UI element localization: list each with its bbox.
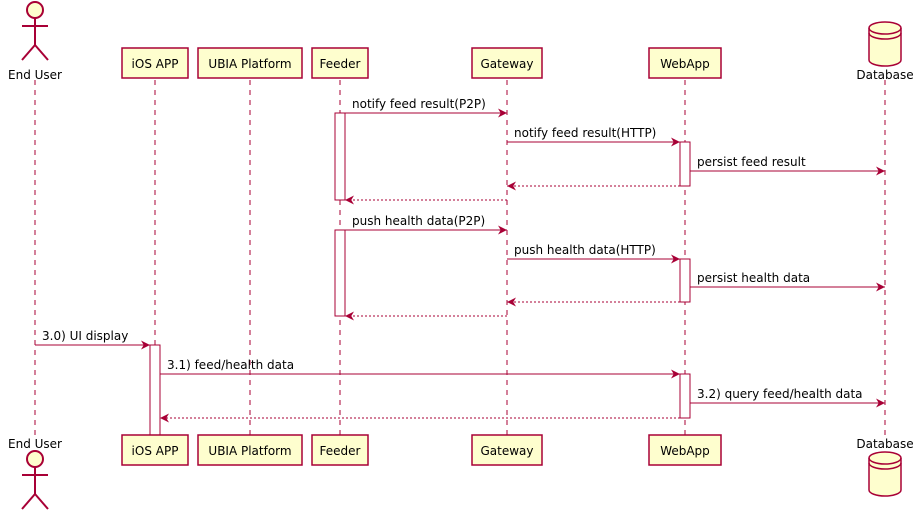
participant-box bbox=[648, 47, 722, 79]
participant-box bbox=[197, 434, 303, 466]
actor-icon bbox=[21, 450, 49, 510]
database-icon bbox=[868, 451, 902, 497]
participant-label: Feeder bbox=[320, 57, 361, 71]
message: push health data(HTTP) bbox=[507, 243, 680, 264]
message-label: 3.2) query feed/health data bbox=[697, 387, 863, 401]
participant-label: UBIA Platform bbox=[208, 444, 291, 458]
participant-webapp-top: WebApp bbox=[648, 47, 722, 79]
participant-database-bottom: Database bbox=[856, 437, 914, 497]
message: push health data(P2P) bbox=[345, 214, 507, 235]
participant-box bbox=[471, 47, 543, 79]
participant-end-user-top: End User bbox=[8, 1, 62, 82]
participant-label: WebApp bbox=[660, 57, 710, 71]
message: persist feed result bbox=[690, 155, 885, 176]
message-label: push health data(P2P) bbox=[352, 214, 485, 228]
participants-bottom: End User iOS APP UBIA Platform Feeder Gatewa… bbox=[8, 434, 914, 510]
participant-label: End User bbox=[8, 68, 62, 82]
participant-label: Gateway bbox=[480, 444, 533, 458]
participant-box bbox=[121, 47, 189, 79]
actor-icon bbox=[21, 1, 49, 61]
message: 3.0) UI display bbox=[35, 329, 150, 350]
participant-box bbox=[121, 434, 189, 466]
participant-end-user-bottom: End User bbox=[8, 437, 62, 510]
message-label: notify feed result(P2P) bbox=[352, 97, 486, 111]
participant-gateway-bottom: Gateway bbox=[471, 434, 543, 466]
message-label: 3.1) feed/health data bbox=[167, 358, 294, 372]
participant-box bbox=[197, 47, 303, 79]
message: persist health data bbox=[690, 271, 885, 292]
participant-feeder-bottom: Feeder bbox=[311, 434, 369, 466]
message: 3.2) query feed/health data bbox=[690, 387, 885, 408]
activation-bars bbox=[149, 112, 691, 436]
participant-label: UBIA Platform bbox=[208, 57, 291, 71]
participant-webapp-bottom: WebApp bbox=[648, 434, 722, 466]
participant-ubia-top: UBIA Platform bbox=[197, 47, 303, 79]
participant-feeder-top: Feeder bbox=[311, 47, 369, 79]
messages: notify feed result(P2P) notify feed resul… bbox=[35, 97, 885, 423]
participant-ios-app-bottom: iOS APP bbox=[121, 434, 189, 466]
participant-ios-app-top: iOS APP bbox=[121, 47, 189, 79]
activation-feeder bbox=[334, 229, 346, 317]
participant-gateway-top: Gateway bbox=[471, 47, 543, 79]
message-label: persist health data bbox=[697, 271, 810, 285]
message: notify feed result(P2P) bbox=[345, 97, 507, 118]
message-label: push health data(HTTP) bbox=[514, 243, 656, 257]
participant-label: WebApp bbox=[660, 444, 710, 458]
lifelines bbox=[34, 80, 886, 435]
participant-label: iOS APP bbox=[132, 444, 179, 458]
participant-label: Database bbox=[856, 437, 913, 451]
activation-webapp bbox=[679, 258, 691, 303]
message-label: notify feed result(HTTP) bbox=[514, 126, 656, 140]
participant-box bbox=[311, 434, 369, 466]
message-label: 3.0) UI display bbox=[42, 329, 128, 343]
database-icon bbox=[868, 21, 902, 67]
participant-label: Feeder bbox=[320, 444, 361, 458]
participant-label: iOS APP bbox=[132, 57, 179, 71]
participant-ubia-bottom: UBIA Platform bbox=[197, 434, 303, 466]
participant-box bbox=[471, 434, 543, 466]
participant-box bbox=[311, 47, 369, 79]
participant-label: Database bbox=[856, 68, 913, 82]
participant-database-top: Database bbox=[856, 21, 914, 82]
message: 3.1) feed/health data bbox=[160, 358, 680, 379]
participant-box bbox=[648, 434, 722, 466]
participant-label: Gateway bbox=[480, 57, 533, 71]
participant-label: End User bbox=[8, 437, 62, 451]
message-label: persist feed result bbox=[697, 155, 806, 169]
activation-webapp bbox=[679, 373, 691, 419]
activation-feeder bbox=[334, 112, 346, 201]
activation-webapp bbox=[679, 141, 691, 187]
message: notify feed result(HTTP) bbox=[507, 126, 680, 147]
activation-ios-app bbox=[149, 344, 161, 436]
participants-top: End User iOS APP UBIA Platform Feeder Gatewa… bbox=[8, 1, 914, 82]
